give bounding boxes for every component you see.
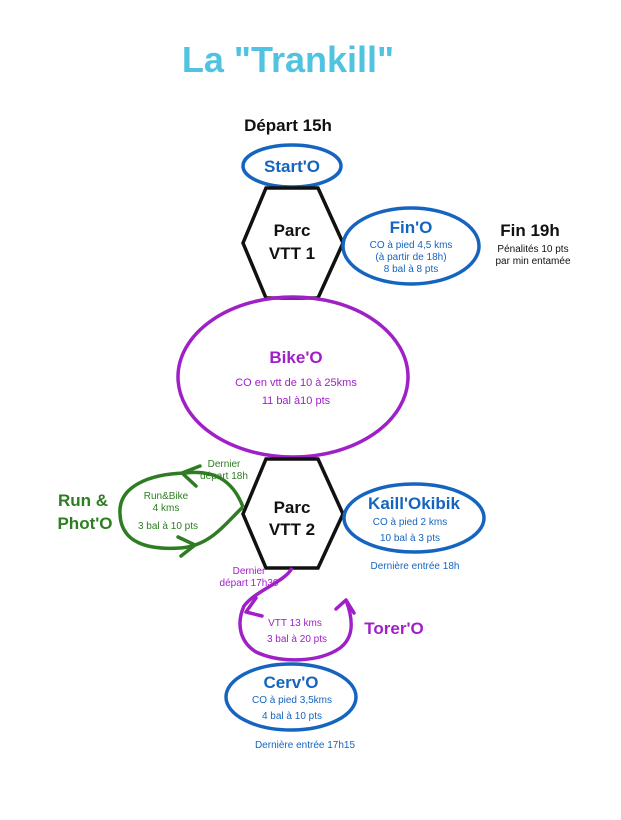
cerv-line2: 4 bal à 10 pts [262,711,322,722]
kaill-ellipse [342,482,486,554]
cerv-last-entry: Dernière entrée 17h15 [255,740,356,751]
kaill-line2: 10 bal à 3 pts [380,533,440,544]
run-line3: 3 bal à 10 pts [138,521,198,532]
parc2-line1: Parc [274,498,311,517]
parc2-line2: VTT 2 [269,520,315,539]
torer-last-line2: départ 17h30 [220,578,279,589]
kaill-line1: CO à pied 2 kms [373,517,447,528]
cerv-ellipse [224,662,358,732]
torer-line1: VTT 13 kms [268,618,322,629]
torer-label: Torer'O [364,619,423,638]
fin-ellipse [341,206,481,286]
torer-line2: 3 bal à 20 pts [267,634,327,645]
run-arrow-top-icon [180,464,202,488]
parc1-hexagon [241,186,345,300]
fin-penalty-line1: Pénalités 10 pts [497,244,568,255]
run-arrow-bottom-icon [176,535,197,558]
fin-line1: CO à pied 4,5 kms [370,240,453,251]
bike-line2: 11 bal à10 pts [262,395,331,407]
start-label: Start'O [264,157,320,176]
parc1-line2: VTT 1 [269,244,315,263]
fin-line2: (à partir de 18h) [375,252,446,263]
bike-line1: CO en vtt de 10 à 25kms [235,377,357,389]
torer-arrow-right-icon [334,598,356,615]
cerv-line1: CO à pied 3,5kms [252,695,332,706]
fin-time-label: Fin 19h [500,221,560,240]
torer-last-line1: Dernier [233,566,266,577]
torer-arrow-left-icon [244,596,264,618]
bike-ellipse [176,295,410,459]
page-title: La "Trankill" [182,39,394,80]
torer-loop [238,567,353,662]
fin-line3: 8 bal à 8 pts [384,264,438,275]
parc1-line1: Parc [274,221,311,240]
run-label-line1: Run & [58,491,108,510]
run-line1: Run&Bike [144,491,189,502]
kaill-last-entry: Dernière entrée 18h [371,561,460,572]
parc2-hexagon [241,457,345,570]
run-last-line2: départ 18h [200,471,248,482]
cerv-label: Cerv'O [263,673,318,692]
run-loop [118,470,245,551]
fin-label: Fin'O [390,218,433,237]
depart-time: Départ 15h [244,116,332,135]
bike-label: Bike'O [269,348,322,367]
run-line2: 4 kms [153,503,180,514]
run-label-line2: Phot'O [57,514,112,533]
run-last-line1: Dernier [208,459,241,470]
kaill-label: Kaill'Okibik [368,494,460,513]
fin-penalty-line2: par min entamée [495,256,570,267]
